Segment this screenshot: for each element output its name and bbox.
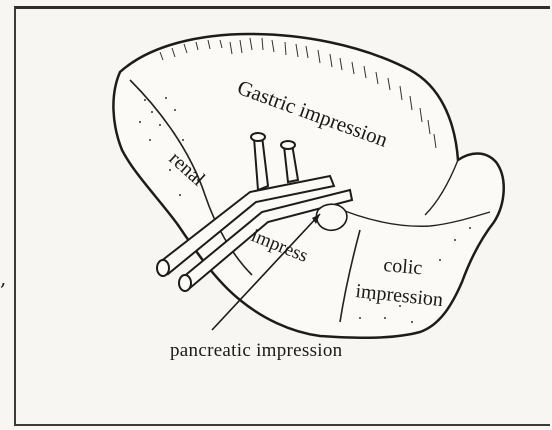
colic-label-line1: colic <box>383 254 424 279</box>
pancreatic-tail <box>316 204 346 230</box>
pancreatic-impression-caption: pancreatic impression <box>170 340 343 362</box>
